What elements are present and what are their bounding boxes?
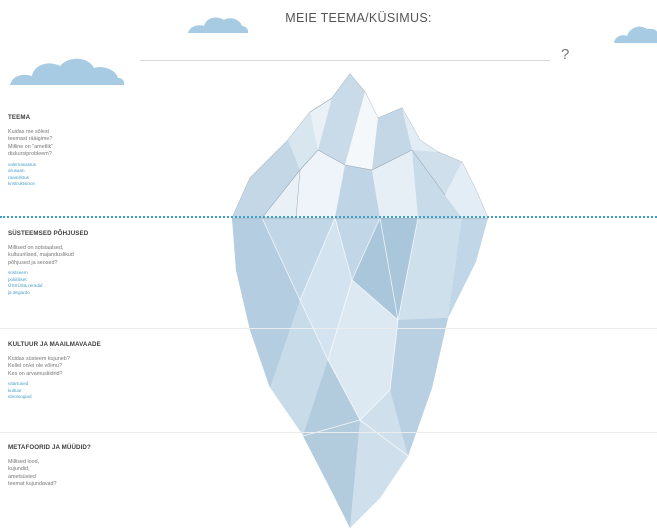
question-line: ametsüsted [8, 473, 36, 480]
question-line: teemast rääigime? [8, 136, 53, 143]
question-line: Kes on arvamusliidrid? [8, 370, 63, 377]
keyword-tag: raamilstus [8, 174, 29, 180]
keyword-tag: väärtused [8, 381, 29, 387]
cloud-icon [10, 58, 125, 85]
question-line: Milline on "ametlik" [8, 143, 54, 150]
question-line: Kuidas me sõlest [8, 129, 50, 135]
cloud-icon [188, 17, 249, 33]
keyword-tag: arusaan [8, 168, 25, 174]
section-culture-worldview: KULTUUR JA MAAILMAVAADE Kuidas süsteem k… [8, 341, 208, 401]
keyword-tag: ideoloogiad [8, 394, 32, 400]
question-line: põhjused ja seosed? [8, 259, 58, 266]
question-line: Kellel on/ei ole võimu? [8, 363, 62, 370]
section-metaphors-myths: METAFOORID JA MÜÜDID? Millised lood, kuj… [8, 444, 208, 489]
keyword-tag: ÜSSÜS&.reradid [8, 283, 43, 289]
question-line: Kuidas süsteem kujuneb? [8, 356, 70, 362]
question-mark: ? [561, 46, 570, 63]
question-line: kultuurilised, majanduslikud [8, 252, 74, 259]
answer-line[interactable] [140, 60, 550, 61]
page-title: MEIE TEEMA/KÜSIMUS: [285, 11, 432, 25]
section-divider [0, 432, 657, 433]
question-line: diskursiprobleem? [8, 151, 52, 158]
question-line: teemat kujundavad? [8, 481, 57, 488]
keyword-tag: poliitiliset [8, 276, 27, 282]
question-line: Millised on sotsiaalsed, [8, 245, 64, 251]
section-heading: SÜSTEEMSED PÕHJUSED [8, 230, 89, 237]
section-teema: TEEMA Kuidas me sõlest teemast rääigime?… [8, 114, 208, 188]
cloud-icon [614, 26, 657, 43]
section-divider [0, 328, 657, 329]
question-line: kujundid, [8, 466, 30, 473]
question-line: Millised lood, [8, 459, 40, 465]
section-heading: KULTUUR JA MAAILMAVAADE [8, 341, 101, 348]
section-systemic-causes: SÜSTEEMSED PÕHJUSED Millised on sotsiaal… [8, 230, 208, 297]
keyword-tag: kultuur [8, 387, 22, 393]
keyword-tag: ja degardo [8, 290, 30, 295]
keyword-tag: knstruktsioon [8, 181, 36, 187]
keyword-tag: sostseem [8, 270, 28, 276]
waterline [0, 216, 657, 218]
keyword-tag: valemasastus [8, 161, 37, 167]
section-heading: METAFOORID JA MÜÜDID? [8, 444, 91, 451]
section-heading: TEEMA [8, 114, 31, 121]
